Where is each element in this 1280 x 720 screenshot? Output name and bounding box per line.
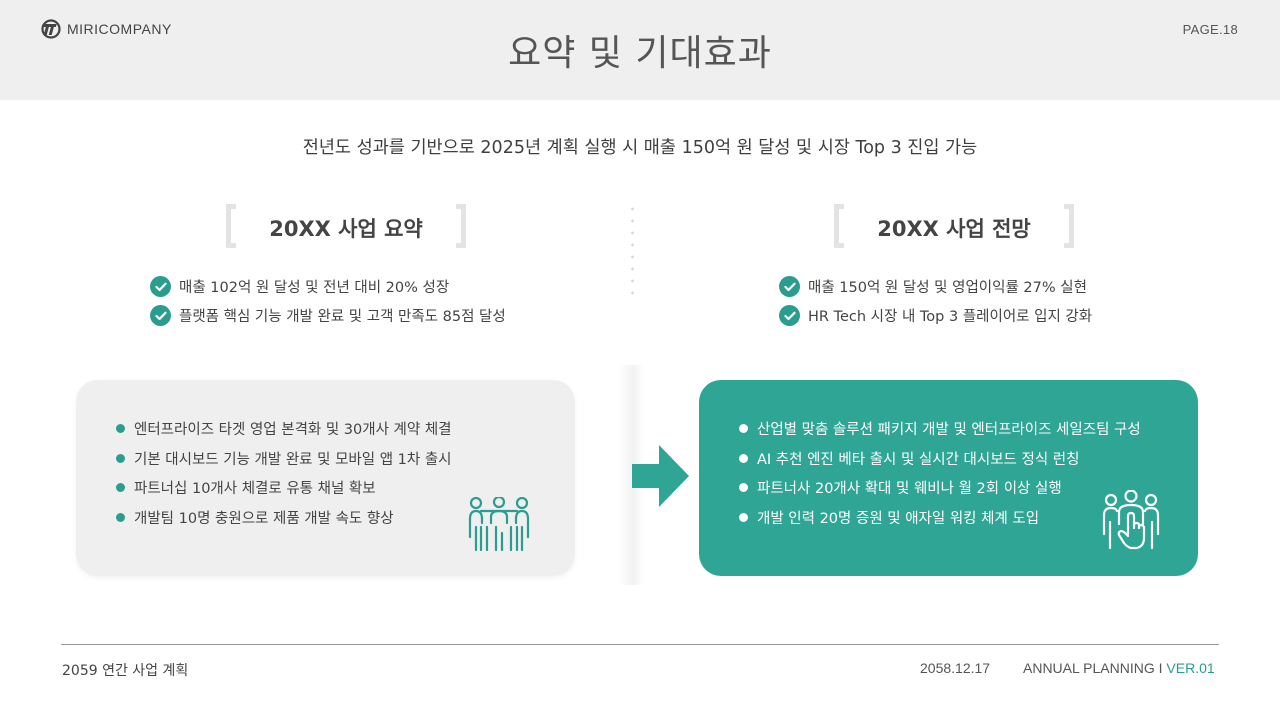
dotted-divider <box>631 203 634 303</box>
logo-text: MIRICOMPANY <box>67 21 172 37</box>
footer-date: 2058.12.17 <box>920 660 991 676</box>
logo-mark-icon <box>41 19 61 39</box>
check-circle-icon <box>150 276 171 297</box>
bullet-text: 파트너십 10개사 체결로 유통 채널 확보 <box>134 481 376 498</box>
header-bar: MIRICOMPANY 요약 및 기대효과 PAGE.18 <box>0 0 1280 100</box>
arrow-right-icon <box>632 445 689 507</box>
bullet-text: 파트너사 20개사 확대 및 웨비나 월 2회 이상 실행 <box>757 481 1062 498</box>
outlook-bullet-list: 산업별 맞춤 솔루션 패키지 개발 및 엔터프라이즈 세일즈팀 구성 AI 추천… <box>739 414 1141 532</box>
summary-checklist: 매출 102억 원 달성 및 전년 대비 20% 성장 플랫폼 핵심 기능 개발… <box>150 272 506 330</box>
bullet-dot <box>739 512 748 522</box>
bullet-text: 기본 대시보드 기능 개발 완료 및 모바일 앱 1차 출시 <box>134 451 452 468</box>
checklist-item: 매출 102억 원 달성 및 전년 대비 20% 성장 <box>150 272 506 301</box>
bullet-dot <box>739 453 748 463</box>
page-number: PAGE.18 <box>1182 22 1238 37</box>
bullet-item: 엔터프라이즈 타겟 영업 본격화 및 30개사 계약 체결 <box>116 414 452 444</box>
checklist-text: HR Tech 시장 내 Top 3 플레이어로 입지 강화 <box>808 309 1093 325</box>
bullet-text: 산업별 맞춤 솔루션 패키지 개발 및 엔터프라이즈 세일즈팀 구성 <box>757 422 1141 439</box>
bullet-item: AI 추천 엔진 베타 출시 및 실시간 대시보드 정식 런칭 <box>739 444 1141 474</box>
bullet-item: 파트너십 10개사 체결로 유통 채널 확보 <box>116 473 452 503</box>
bullet-item: 기본 대시보드 기능 개발 완료 및 모바일 앱 1차 출시 <box>116 444 452 474</box>
bracket-left-decoration <box>834 204 844 248</box>
footer-version: VER.01 <box>1166 660 1215 676</box>
outlook-checklist: 매출 150억 원 달성 및 영업이익률 27% 실현 HR Tech 시장 내… <box>779 272 1092 330</box>
bullet-text: AI 추천 엔진 베타 출시 및 실시간 대시보드 정식 런칭 <box>757 451 1080 468</box>
section-heading-label: 20XX 사업 전망 <box>877 217 1031 241</box>
outlook-card: 산업별 맞춤 솔루션 패키지 개발 및 엔터프라이즈 세일즈팀 구성 AI 추천… <box>699 380 1198 576</box>
checklist-item: HR Tech 시장 내 Top 3 플레이어로 입지 강화 <box>779 301 1092 330</box>
bullet-dot <box>739 483 748 493</box>
bullet-dot <box>739 424 748 434</box>
footer-divider <box>61 644 1219 645</box>
footer-planning-version: ANNUAL PLANNING I VER.01 <box>1023 660 1215 676</box>
bullet-dot <box>116 453 125 463</box>
summary-bullet-list: 엔터프라이즈 타겟 영업 본격화 및 30개사 계약 체결 기본 대시보드 기능… <box>116 414 452 532</box>
bullet-dot <box>116 483 125 493</box>
bracket-right-decoration <box>456 204 466 248</box>
bullet-dot <box>116 512 125 522</box>
bullet-item: 개발 인력 20명 증원 및 애자일 워킹 체계 도입 <box>739 503 1141 533</box>
footer-planning-label: ANNUAL PLANNING I <box>1023 660 1167 676</box>
bullet-text: 엔터프라이즈 타겟 영업 본격화 및 30개사 계약 체결 <box>134 422 452 439</box>
bracket-right-decoration <box>1064 204 1074 248</box>
checklist-item: 매출 150억 원 달성 및 영업이익률 27% 실현 <box>779 272 1092 301</box>
bullet-text: 개발팀 10명 충원으로 제품 개발 속도 향상 <box>134 510 394 527</box>
checklist-text: 플랫폼 핵심 기능 개발 완료 및 고객 만족도 85점 달성 <box>179 309 506 325</box>
checklist-text: 매출 102억 원 달성 및 전년 대비 20% 성장 <box>179 280 450 296</box>
checklist-item: 플랫폼 핵심 기능 개발 완료 및 고객 만족도 85점 달성 <box>150 301 506 330</box>
section-heading-label: 20XX 사업 요약 <box>269 217 423 241</box>
bullet-text: 개발 인력 20명 증원 및 애자일 워킹 체계 도입 <box>757 510 1040 527</box>
checklist-text: 매출 150억 원 달성 및 영업이익률 27% 실현 <box>808 280 1087 296</box>
bullet-item: 파트너사 20개사 확대 및 웨비나 월 2회 이상 실행 <box>739 473 1141 503</box>
bracket-left-decoration <box>226 204 236 248</box>
footer-doc-title: 2059 연간 사업 계획 <box>62 663 189 679</box>
page-title: 요약 및 기대효과 <box>508 33 772 74</box>
section-heading-summary: 20XX 사업 요약 <box>226 204 466 252</box>
check-circle-icon <box>150 305 171 326</box>
team-people-icon <box>468 497 530 551</box>
bullet-dot <box>116 424 125 434</box>
company-logo: MIRICOMPANY <box>40 19 172 39</box>
check-circle-icon <box>779 276 800 297</box>
bullet-item: 산업별 맞춤 솔루션 패키지 개발 및 엔터프라이즈 세일즈팀 구성 <box>739 414 1141 444</box>
section-heading-outlook: 20XX 사업 전망 <box>834 204 1074 252</box>
summary-subtitle: 전년도 성과를 기반으로 2025년 계획 실행 시 매출 150억 원 달성 … <box>302 138 978 158</box>
team-hand-pointer-icon <box>1102 490 1160 550</box>
bullet-item: 개발팀 10명 충원으로 제품 개발 속도 향상 <box>116 503 452 533</box>
summary-card: 엔터프라이즈 타겟 영업 본격화 및 30개사 계약 체결 기본 대시보드 기능… <box>76 380 575 576</box>
check-circle-icon <box>779 305 800 326</box>
